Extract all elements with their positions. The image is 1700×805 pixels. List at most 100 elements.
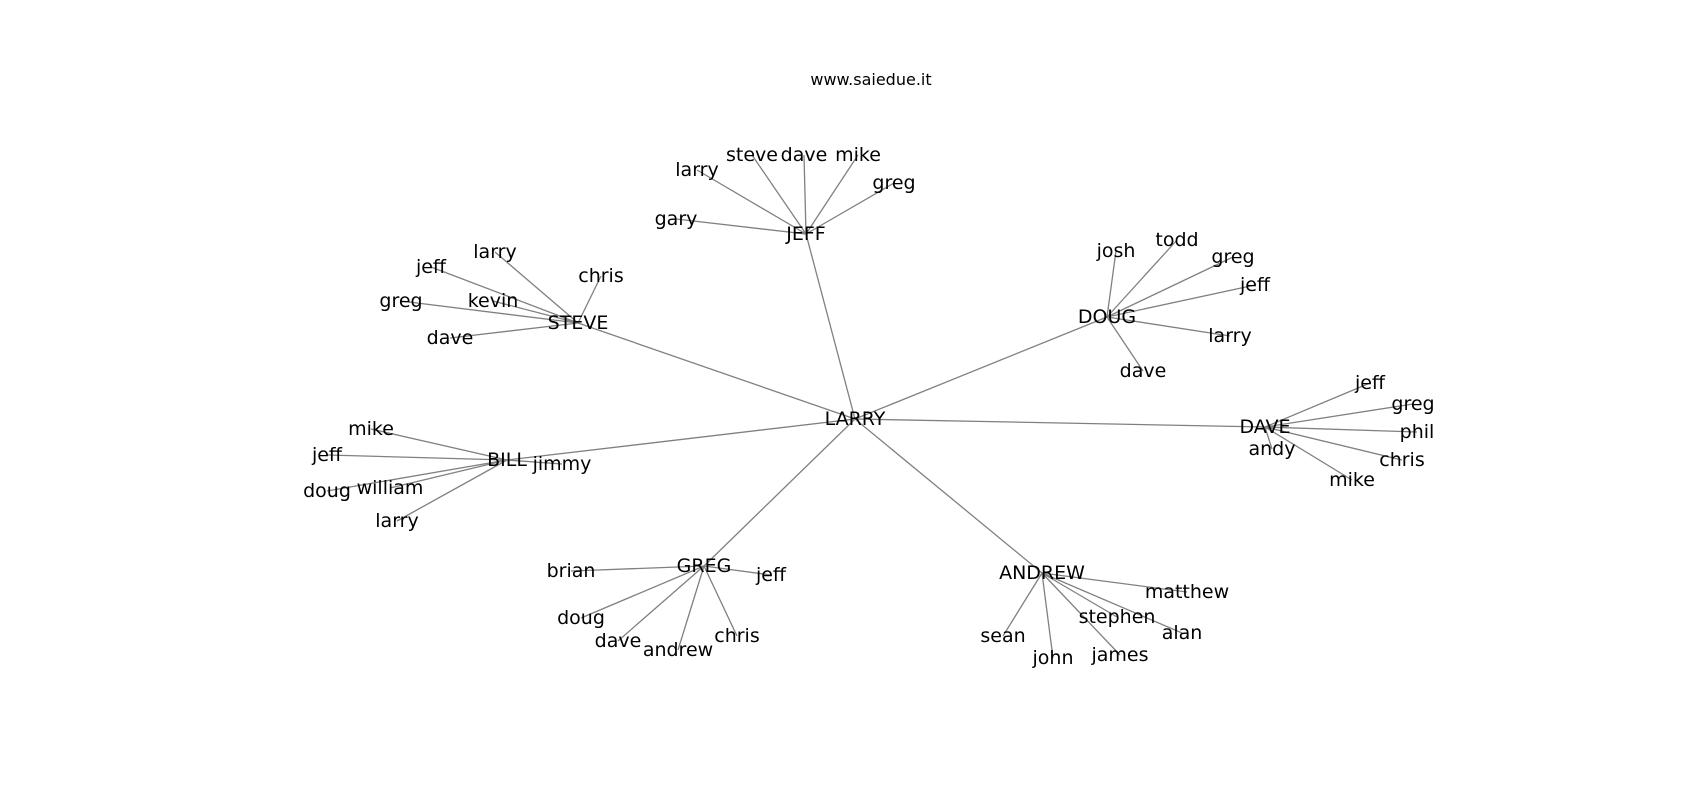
edge-greg-doug [580,565,705,619]
node-leaf-jeff-gary: gary [655,208,698,230]
edge-greg-dave [617,565,705,642]
edge-root-greg [703,418,856,567]
edge-dave-jeff [1264,382,1371,428]
node-leaf-greg-jeff: jeff [755,564,787,586]
node-leaf-jeff-dave: dave [781,144,828,166]
edge-greg-brian [570,565,705,572]
node-leaf-greg-dave: dave [595,630,642,652]
edge-andrew-sean [1002,572,1043,637]
edge-root-bill [506,418,856,461]
node-leaf-steve-dave: dave [427,327,474,349]
edge-dave-phil [1264,426,1418,433]
edge-dave-mike [1264,426,1353,481]
node-leaf-steve-greg: greg [379,290,422,312]
edge-doug-todd [1106,239,1178,318]
node-leaf-andrew-james: james [1090,644,1148,666]
edge-doug-dave [1106,316,1144,372]
node-hub-greg: GREG [677,555,732,577]
node-hub-steve: STEVE [548,312,609,334]
edge-jeff-greg [805,182,895,235]
node-leaf-dave-andy: andy [1249,438,1296,460]
edge-steve-greg [400,300,579,324]
node-leaf-bill-william: william [357,477,424,499]
node-leaf-andrew-matthew: matthew [1145,581,1229,603]
edge-root-dave [854,418,1266,428]
edge-dave-andy [1264,426,1273,450]
edge-greg-jeff [703,565,772,576]
node-leaf-andrew-alan: alan [1162,622,1203,644]
node-leaf-doug-larry: larry [1208,325,1251,347]
edges-layer [326,154,1418,659]
edge-doug-josh [1106,250,1117,318]
edge-steve-dave [449,322,579,339]
node-hub-dave: DAVE [1239,416,1290,438]
node-hub-doug: DOUG [1078,306,1136,328]
edge-bill-larry [396,459,508,522]
node-leaf-doug-josh: josh [1096,240,1136,262]
node-leaf-andrew-stephen: stephen [1079,606,1156,628]
node-leaf-greg-brian: brian [547,560,596,582]
node-leaf-bill-larry: larry [375,510,418,532]
edge-root-jeff [805,233,856,420]
edge-jeff-steve [751,154,807,235]
edge-andrew-matthew [1041,572,1188,593]
node-leaf-greg-doug: doug [557,607,605,629]
edge-greg-chris [703,565,738,637]
node-leaf-dave-chris: chris [1379,449,1424,471]
node-leaf-jeff-mike: mike [835,144,881,166]
node-root-larry: LARRY [825,408,886,430]
edge-jeff-dave [803,154,807,235]
node-leaf-bill-jeff: jeff [311,444,343,466]
node-leaf-jeff-larry: larry [675,159,718,181]
edge-steve-kevin [492,300,579,324]
edge-jeff-gary [675,218,807,235]
node-leaf-greg-chris: chris [714,625,759,647]
node-hub-bill: BILL [487,449,527,471]
edge-doug-jeff [1106,284,1256,318]
edge-dave-chris [1264,426,1403,461]
edge-bill-doug [326,459,508,492]
node-leaf-andrew-sean: sean [980,625,1025,647]
edge-greg-andrew [677,565,705,651]
edge-steve-chris [577,275,602,324]
node-leaf-greg-andrew: andrew [643,639,713,661]
edge-steve-jeff [430,266,579,324]
edge-bill-jimmy [506,459,563,465]
edge-andrew-stephen [1041,572,1118,618]
edge-doug-larry [1106,316,1231,337]
node-leaf-steve-kevin: kevin [468,290,519,312]
node-leaf-bill-mike: mike [348,418,394,440]
node-leaf-dave-jeff: jeff [1354,372,1386,394]
edge-jeff-larry [696,169,807,235]
node-leaf-steve-chris: chris [578,265,623,287]
edge-dave-greg [1264,403,1414,428]
node-leaf-doug-jeff: jeff [1239,274,1271,296]
node-leaf-steve-jeff: jeff [415,256,447,278]
node-leaf-doug-dave: dave [1120,360,1167,382]
diagram-title: www.saiedue.it [810,70,932,89]
edge-bill-william [389,459,508,489]
edge-steve-larry [494,251,579,324]
node-leaf-bill-jimmy: jimmy [532,453,592,475]
edge-andrew-alan [1041,572,1183,634]
edge-andrew-james [1041,572,1121,656]
edge-andrew-john [1041,572,1054,659]
edge-root-andrew [854,418,1043,574]
node-leaf-doug-greg: greg [1211,246,1254,268]
edge-bill-mike [370,428,508,461]
edge-root-doug [854,316,1108,420]
edge-doug-greg [1106,256,1234,318]
edge-bill-jeff [326,454,508,461]
node-hub-jeff: JEFF [785,223,825,245]
node-leaf-dave-greg: greg [1391,393,1434,415]
node-leaf-doug-todd: todd [1155,229,1198,251]
edge-jeff-mike [805,154,859,235]
node-leaf-jeff-steve: steve [726,144,778,166]
node-leaf-steve-larry: larry [473,241,516,263]
node-hub-andrew: ANDREW [999,562,1085,584]
node-leaf-bill-doug: doug [303,480,351,502]
node-leaf-andrew-john: john [1032,647,1074,669]
